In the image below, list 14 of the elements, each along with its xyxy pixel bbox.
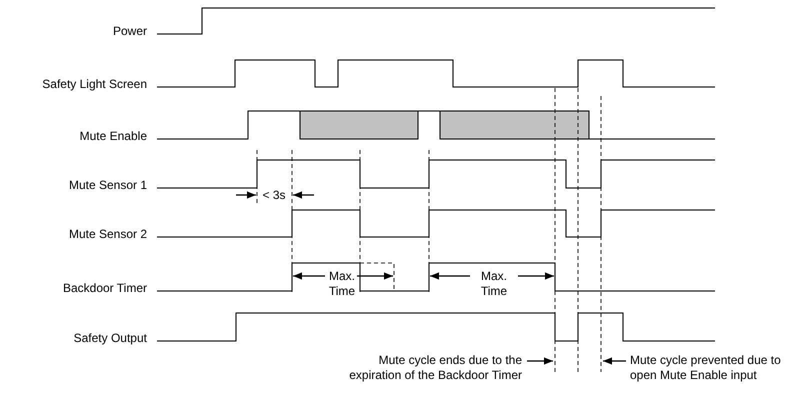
annotation-text: Mute cycle prevented due to open Mute Enable input xyxy=(630,353,800,383)
leader-arrow xyxy=(527,357,553,365)
duration-label: Max. Time xyxy=(480,269,508,299)
duration-label: < 3s xyxy=(261,188,286,203)
signal-label: Safety Light Screen xyxy=(42,77,147,92)
signal-label: Mute Sensor 2 xyxy=(68,227,147,242)
duration-label: Max. Time xyxy=(328,269,356,299)
signal-label: Power xyxy=(112,24,147,39)
leader-arrow xyxy=(603,357,626,365)
signal-label: Safety Output xyxy=(74,331,147,346)
signal-label: Mute Sensor 1 xyxy=(68,178,147,193)
annotation-text: Mute cycle ends due to the expiration of the Backdoor Timer xyxy=(337,353,522,383)
signal-label: Mute Enable xyxy=(80,129,147,144)
signal-label: Backdoor Timer xyxy=(62,281,147,296)
